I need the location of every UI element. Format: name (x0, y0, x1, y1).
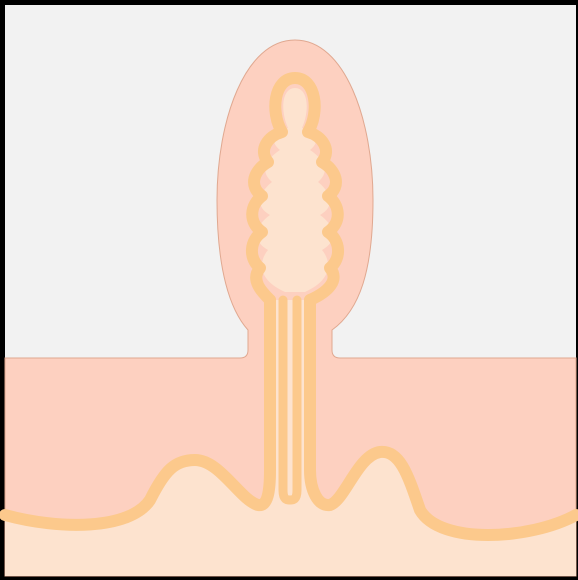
anatomy-diagram (0, 0, 578, 580)
image-frame (0, 0, 578, 580)
